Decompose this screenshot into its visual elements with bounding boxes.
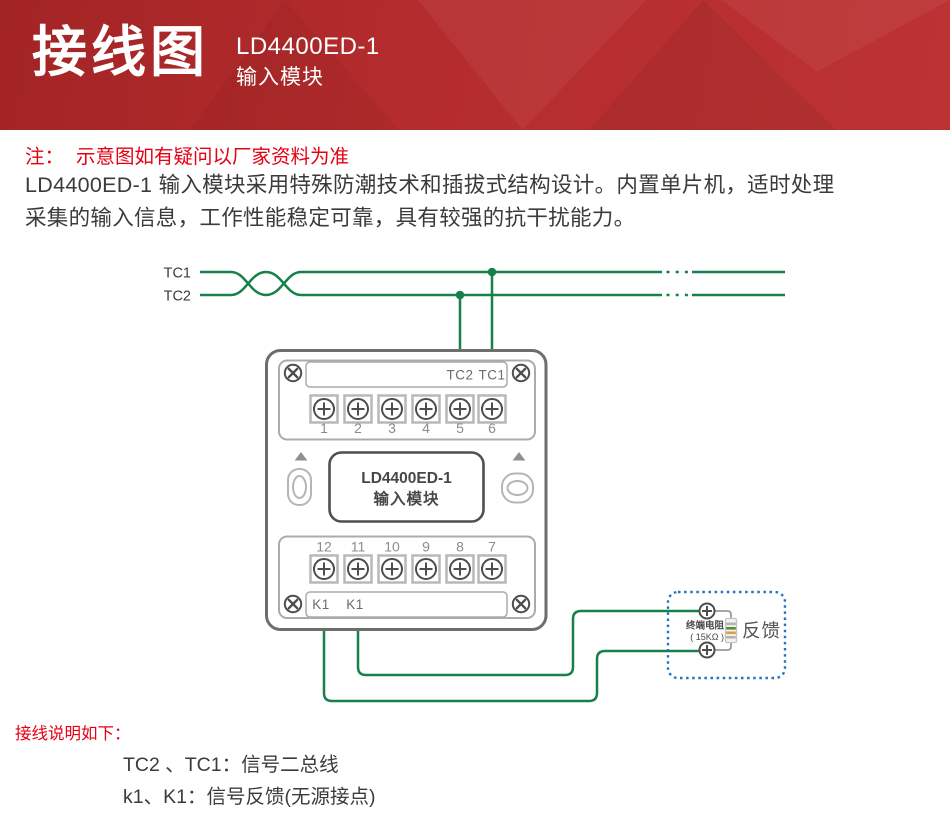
header-banner: 接线图 LD4400ED-1 输入模块 xyxy=(0,0,950,130)
instructions-heading: 接线说明如下： xyxy=(15,725,131,743)
terminal-number: 6 xyxy=(488,420,496,436)
top-strip-label-tc1: TC1 xyxy=(478,368,505,383)
page-title: 接线图 xyxy=(32,21,210,83)
terminal-screw-icon xyxy=(343,554,373,584)
terminal-number: 12 xyxy=(316,539,332,555)
terminal-screw-icon xyxy=(309,394,339,424)
resistor-icon xyxy=(724,617,738,644)
bottom-strip-label-k1b: K1 xyxy=(346,597,364,612)
module-display xyxy=(328,451,485,523)
corner-screw-icon xyxy=(511,594,531,614)
resistor-name-label: 终端电阻 xyxy=(685,620,725,632)
feedback-label: 反馈 xyxy=(742,620,781,641)
terminal-number: 5 xyxy=(456,420,464,436)
terminal-number: 8 xyxy=(456,539,464,555)
terminal-number: 3 xyxy=(388,420,396,436)
instruction-item: TC2 、TC1：信号二总线 xyxy=(123,754,339,776)
terminal-screw-icon xyxy=(445,554,475,584)
feedback-block: 终端电阻 ( 15KΩ ) 反馈 xyxy=(666,590,787,680)
bottom-strip-label-k1a: K1 xyxy=(312,597,330,612)
bus-wire-break-dots xyxy=(666,270,689,297)
arrow-up-icon xyxy=(294,452,308,461)
terminal-screw-icon xyxy=(343,394,373,424)
bus-wire-tc2 xyxy=(200,270,785,297)
note-line: 注： 示意图如有疑问以厂家资料为准 xyxy=(25,140,349,169)
terminal-number: 11 xyxy=(351,539,366,555)
mount-slot-left xyxy=(287,468,312,506)
corner-screw-icon xyxy=(283,594,303,614)
terminal-number: 7 xyxy=(488,539,496,555)
terminal-number: 9 xyxy=(422,539,430,555)
arrow-up-icon xyxy=(512,452,526,461)
terminal-screw-icon xyxy=(377,394,407,424)
terminal-number: 1 xyxy=(320,420,328,436)
bus-junction-dots xyxy=(455,267,497,300)
note-label: 注： xyxy=(25,146,65,168)
junction-dot xyxy=(487,267,497,277)
module-bottom-strip xyxy=(305,591,508,618)
terminal-number: 4 xyxy=(422,420,430,436)
instruction-item: k1、K1：信号反馈(无源接点) xyxy=(123,786,376,808)
mount-slot-right xyxy=(501,472,534,504)
module-display-model: LD4400ED-1 xyxy=(361,470,452,487)
terminal-number: 10 xyxy=(384,539,400,555)
resistor-leads xyxy=(714,610,732,651)
terminal-screw-icon xyxy=(309,554,339,584)
corner-screw-icon xyxy=(283,363,303,383)
wire-k1-b xyxy=(322,628,699,703)
junction-dot xyxy=(455,290,465,300)
resistor-value-label: ( 15KΩ ) xyxy=(690,632,724,642)
corner-screw-icon xyxy=(511,363,531,383)
terminal-screw-icon xyxy=(477,554,507,584)
bus-line2-label: TC2 xyxy=(164,289,191,305)
input-module: TC2 TC1 1 2 3 4 5 6 xyxy=(265,349,548,631)
terminal-number: 2 xyxy=(354,420,362,436)
bus-wires xyxy=(200,270,785,703)
feedback-terminal-icon xyxy=(698,641,716,659)
description-paragraph: LD4400ED-1 输入模块采用特殊防潮技术和插拔式结构设计。内置单片机，适时… xyxy=(25,173,835,230)
model-label: LD4400ED-1 xyxy=(236,33,380,60)
terminal-screw-icon xyxy=(411,394,441,424)
note-text: 示意图如有疑问以厂家资料为准 xyxy=(76,146,350,168)
bus-wire-tc1 xyxy=(200,270,785,297)
wire-k1-a xyxy=(356,609,699,677)
terminal-screw-icon xyxy=(477,394,507,424)
top-strip-label-tc2: TC2 xyxy=(446,368,473,383)
terminal-screw-icon xyxy=(377,554,407,584)
subtitle-label: 输入模块 xyxy=(236,66,324,89)
module-display-type: 输入模块 xyxy=(373,489,439,508)
terminal-screw-icon xyxy=(411,554,441,584)
bus-line1-label: TC1 xyxy=(164,266,191,282)
feedback-terminal-icon xyxy=(698,602,716,620)
module-top-strip xyxy=(305,361,508,388)
terminal-screw-icon xyxy=(445,394,475,424)
